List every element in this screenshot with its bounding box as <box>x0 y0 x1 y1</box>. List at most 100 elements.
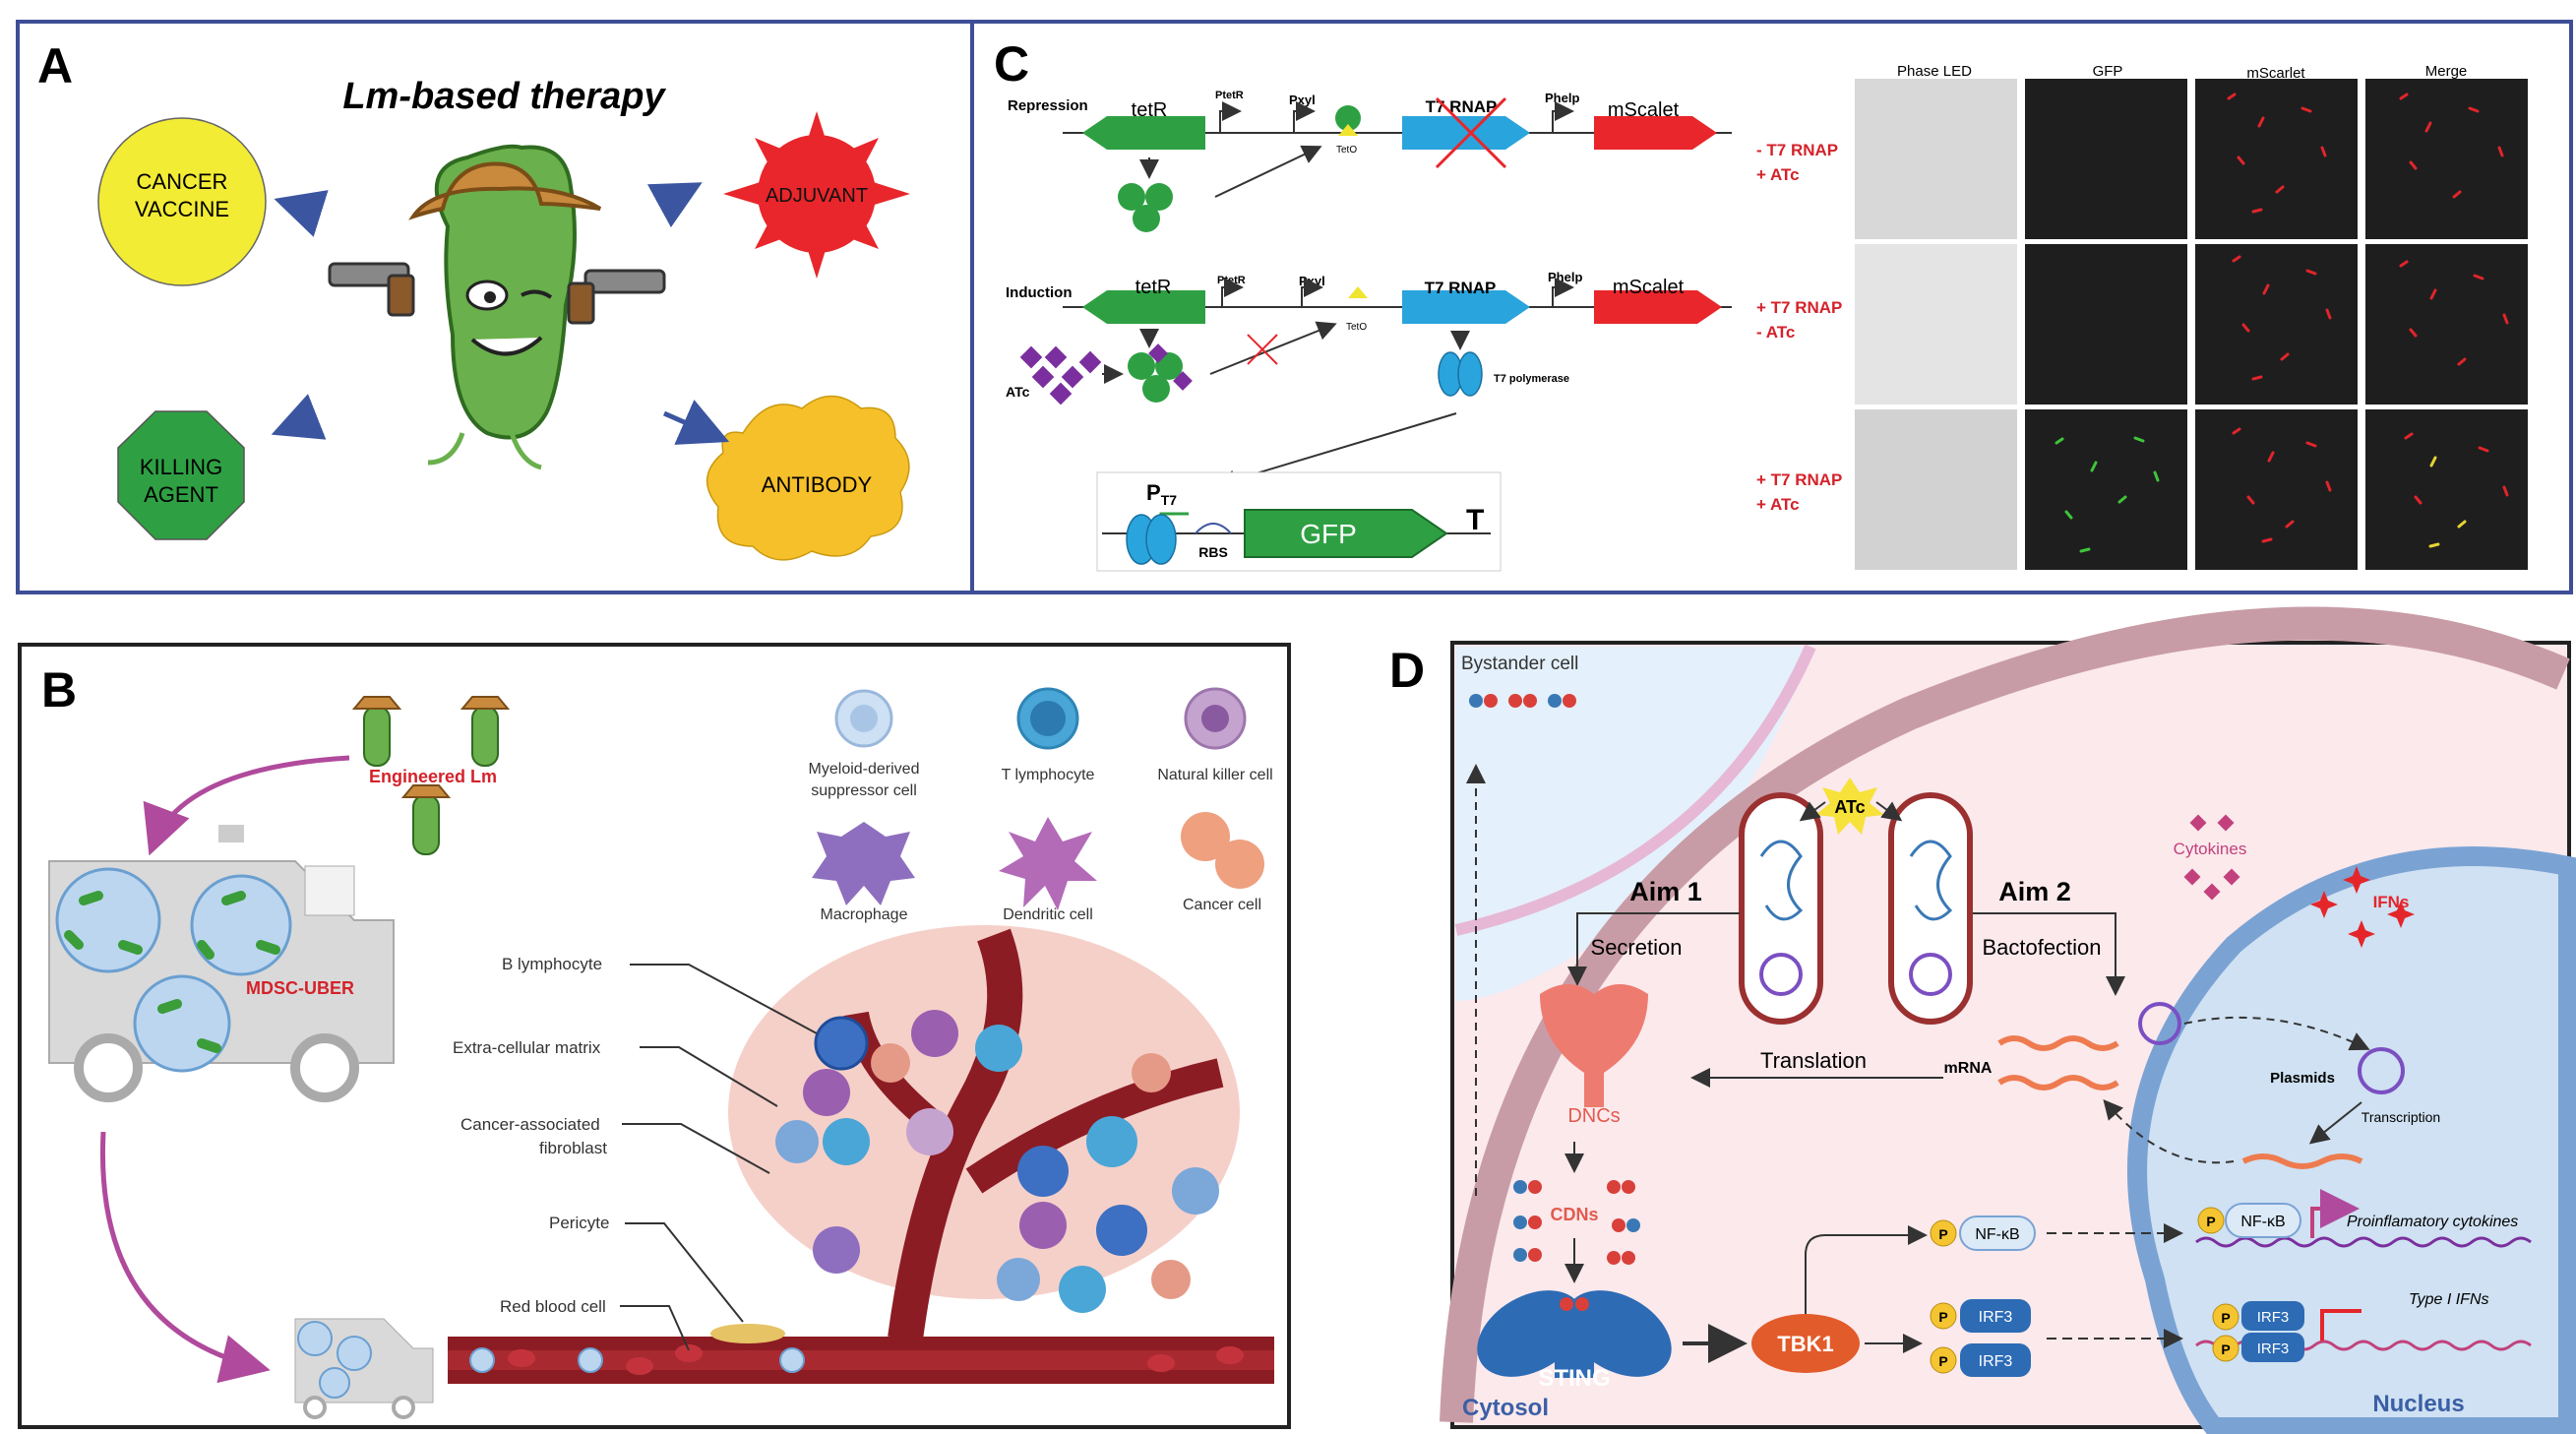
nuclear-nfkb-node <box>2225 1203 2301 1238</box>
ifns-icon <box>2310 866 2415 948</box>
legend-mdsc-2: suppressor cell <box>811 782 917 799</box>
nuclear-nfkb-phospho-icon <box>2197 1207 2225 1234</box>
red-blood-cells <box>508 1344 1244 1375</box>
nuclear-irf3-phospho-1 <box>2212 1303 2239 1331</box>
nuclear-plasmid <box>2358 1047 2405 1094</box>
bacterium-aim1 <box>1739 792 1823 1025</box>
legend-macrophage: Macrophage <box>821 906 908 923</box>
mscalet-gene-rep <box>1594 116 1717 150</box>
ptetr-label-ind: PtetR <box>1217 275 1246 286</box>
nfkb-phospho-icon <box>1930 1219 1957 1247</box>
mscalet-gene-ind <box>1594 290 1722 324</box>
mdsc-cells-in-van <box>55 867 292 1073</box>
irf3-transcription-arrow <box>2320 1309 2361 1340</box>
img-gfp-2 <box>2025 244 2187 405</box>
atc-to-aim1-arrow <box>1799 801 1826 822</box>
bacterium-aim2 <box>1888 792 1973 1025</box>
panel-b-letter: B <box>41 662 77 717</box>
nuclear-irf3-label-1: IRF3 <box>2257 1309 2290 1326</box>
pericyte-shape <box>710 1324 785 1343</box>
img-phase-2 <box>1855 244 2017 405</box>
arrow-to-antibody <box>662 400 730 445</box>
condition-2-line-2: - ATc <box>1756 323 1795 342</box>
nfkb-label: NF-κB <box>1975 1226 2019 1243</box>
panel-c: C Repression tetR PtetR Pxyl TetO T7 RNA… <box>970 20 2573 594</box>
ifns-label: IFNs <box>2373 893 2410 911</box>
phelp-label-ind: Phelp <box>1548 270 1582 284</box>
nuclear-irf3-phospho-2 <box>2212 1335 2239 1362</box>
gfp-gene-arrow <box>1244 509 1448 558</box>
type1-ifns-label: Type I IFNs <box>2409 1291 2489 1308</box>
img-mscarlet-1 <box>2195 79 2358 239</box>
t7rnap-label-rep: T7 RNAP <box>1426 97 1498 116</box>
antibody-cloud <box>705 395 910 561</box>
repression-label: Repression <box>1008 97 1088 114</box>
col-mscarlet: mScarlet <box>2246 65 2305 82</box>
teto-triangle <box>1338 124 1358 136</box>
rbs-label: RBS <box>1198 544 1228 560</box>
col-merge: Merge <box>2425 63 2468 80</box>
host-cell-membrane <box>1440 606 2570 1423</box>
mrna-strand-2 <box>1997 1075 2119 1091</box>
mrna-export-arrow <box>2103 1098 2235 1164</box>
t7-polymerase-icon-2 <box>1457 351 1483 397</box>
nucleus <box>2127 846 2576 1434</box>
tetR-label-ind: tetR <box>1135 277 1172 298</box>
cytosolic-plasmid <box>2138 1002 2181 1045</box>
irf3-node-2 <box>1960 1343 2031 1377</box>
aim1-plasmid <box>1759 953 1803 996</box>
irf3-label-1: IRF3 <box>1979 1309 2013 1326</box>
tbk1-to-nfkb-arrow <box>1805 1225 1928 1314</box>
atc-molecules <box>1019 345 1102 405</box>
cancer-cell-legend-icon-2 <box>1215 840 1264 889</box>
tbk1-node <box>1751 1314 1860 1373</box>
irf3-phospho-icon-2 <box>1930 1346 1957 1374</box>
bactofection-arrow <box>1973 912 2125 996</box>
cdns-molecules <box>1513 1180 1640 1265</box>
tetR-label-rep: tetR <box>1132 99 1168 121</box>
panel-b: B Engineered Lm MDSC-UBE <box>18 643 1291 1429</box>
t7-polymerase-bound-icon-2 <box>1145 514 1177 565</box>
secretion-label: Secretion <box>1591 935 1683 960</box>
teto-label-ind: TetO <box>1346 322 1367 333</box>
vessel-lumen <box>448 1350 1274 1370</box>
t7pol-label: T7 polymerase <box>1494 373 1569 385</box>
pxyl-promoter-arrow <box>1293 101 1316 133</box>
tumor-microenvironment <box>448 925 1274 1384</box>
cancer-vaccine-circle <box>97 117 267 286</box>
ptetr-label-rep: PtetR <box>1215 90 1244 101</box>
induction-blocked-arrow <box>1209 321 1337 375</box>
condition-1-line-2: + ATc <box>1756 165 1800 184</box>
nfkb-transcription-arrow <box>2310 1189 2360 1238</box>
t-cell-nucleus <box>1030 701 1066 736</box>
proinflam-label: Proinflamatory cytokines <box>2347 1214 2518 1230</box>
legend-mdsc-1: Myeloid-derived <box>809 761 920 778</box>
vessel-branch-1 <box>888 928 1023 1341</box>
img-phase-1 <box>1855 79 2017 239</box>
nuclear-irf3-node-2 <box>2241 1333 2304 1362</box>
killing-agent-label-1: KILLING <box>140 455 222 479</box>
lm-to-uber-arrow <box>143 755 350 856</box>
cytosol-label: Cytosol <box>1462 1395 1549 1421</box>
img-merge-2 <box>2365 244 2528 405</box>
bystander-membrane <box>1454 644 1816 936</box>
sting-label: STING <box>1538 1365 1610 1392</box>
mrna-strand-1 <box>1997 1035 2119 1051</box>
mdsc-nucleus <box>850 705 878 732</box>
nuclear-irf3-p-1: P <box>2221 1310 2230 1326</box>
img-merge-3 <box>2365 409 2528 570</box>
pxyl-label-ind: Pxyl <box>1299 274 1325 288</box>
panel-c-letter: C <box>994 36 1029 92</box>
label-ecm: Extra-cellular matrix <box>453 1038 601 1057</box>
bystander-cell-area <box>1456 647 1810 1001</box>
img-mscarlet-3 <box>2195 409 2358 570</box>
img-phase-3 <box>1855 409 2017 570</box>
nfkb-node <box>1959 1216 2036 1251</box>
gfp-gene-label: GFP <box>1300 519 1357 549</box>
bystander-label: Bystander cell <box>1461 654 1578 674</box>
ptetr-promoter-arrow-ind <box>1221 278 1244 307</box>
phelp-promoter-arrow <box>1552 101 1574 133</box>
arrow-to-killing <box>271 394 327 440</box>
phelp-promoter-arrow-ind <box>1552 278 1574 307</box>
